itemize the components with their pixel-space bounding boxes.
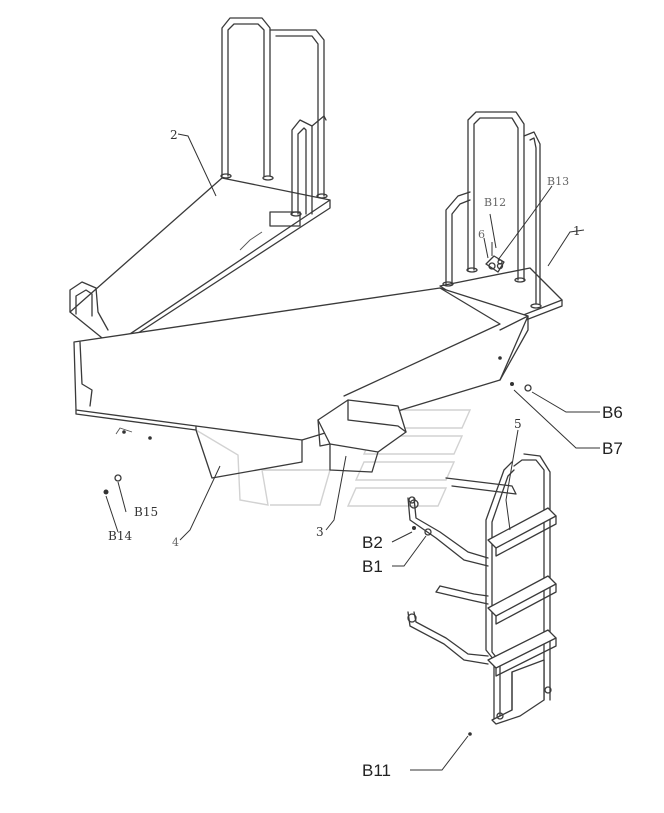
- part-2-upper-platform: [69, 17, 331, 351]
- label-part-3: 3: [316, 525, 324, 539]
- part-5-ladder: [407, 453, 557, 725]
- label-b7: B7: [602, 439, 623, 458]
- label-part-2: 2: [170, 128, 178, 142]
- label-part-5: 5: [514, 417, 522, 431]
- part-4-walkway: [73, 287, 529, 479]
- label-part-1: 1: [573, 224, 581, 238]
- label-part-4: 4: [172, 536, 179, 549]
- fasteners: [103, 262, 532, 736]
- label-b15: B15: [134, 505, 158, 519]
- label-b1: B1: [362, 557, 383, 576]
- label-b6: B6: [602, 403, 623, 422]
- label-b11: B11: [362, 761, 391, 780]
- label-b14: B14: [108, 529, 132, 543]
- label-b12: B12: [484, 196, 506, 209]
- part-3-bracket: [317, 399, 407, 473]
- label-b13: B13: [547, 175, 569, 188]
- label-b2: B2: [362, 533, 383, 552]
- label-part-6: 6: [478, 228, 485, 241]
- callout-labels: 2 1 B13 B12 6 5 B6 B7 B2 B1 B11 B15 B14 …: [108, 128, 623, 780]
- leader-lines: [105, 133, 600, 771]
